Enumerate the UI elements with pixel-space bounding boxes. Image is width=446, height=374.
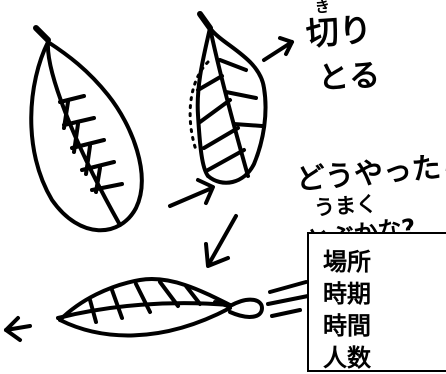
question-annotation-line2: うまく bbox=[313, 191, 378, 221]
info-row-season: 時期 bbox=[323, 280, 371, 308]
info-row-place: 場所 bbox=[323, 248, 371, 276]
cut-annotation-line2: とる bbox=[317, 57, 381, 97]
illustration-canvas bbox=[4, 11, 310, 342]
info-box: 場所 時期 時間 人数 bbox=[307, 232, 446, 372]
arrow-right-icon bbox=[168, 178, 215, 208]
info-row-time: 時間 bbox=[323, 312, 371, 340]
flying-leaf-drawing bbox=[4, 277, 310, 342]
cut-annotation-line1: 切り bbox=[304, 9, 374, 54]
info-row-people: 人数 bbox=[323, 344, 371, 372]
cut-leaf-drawing bbox=[188, 11, 294, 185]
arrow-down-left-icon bbox=[204, 214, 238, 268]
whole-leaf-drawing bbox=[29, 25, 144, 233]
